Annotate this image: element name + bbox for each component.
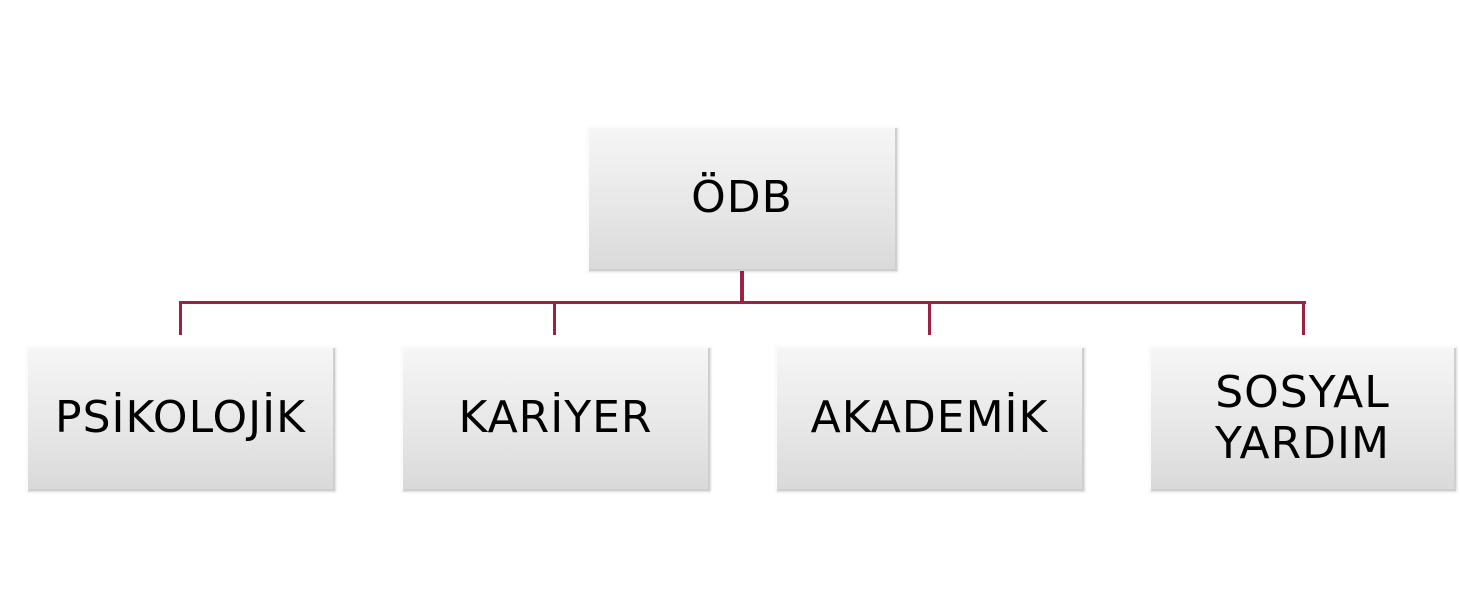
child-node-sosyal-yardim: SOSYAL YARDIM bbox=[1149, 346, 1456, 491]
connector-horizontal-bar bbox=[179, 301, 1306, 304]
connector-drop-psikolojik bbox=[179, 301, 182, 335]
child-node-label: SOSYAL YARDIM bbox=[1215, 366, 1390, 469]
child-node-psikolojik: PSİKOLOJİK bbox=[26, 346, 335, 491]
child-node-label: PSİKOLOJİK bbox=[55, 392, 306, 444]
connector-drop-akademik bbox=[928, 301, 931, 335]
child-node-label: AKADEMİK bbox=[810, 392, 1049, 444]
child-node-label: KARİYER bbox=[458, 392, 653, 444]
root-node-odb: ÖDB bbox=[587, 126, 897, 271]
child-node-kariyer: KARİYER bbox=[401, 346, 710, 491]
root-node-label: ÖDB bbox=[691, 172, 793, 224]
connector-drop-kariyer bbox=[553, 301, 556, 335]
child-node-akademik: AKADEMİK bbox=[775, 346, 1084, 491]
connector-root-stem bbox=[740, 271, 744, 304]
connector-drop-sosyal-yardim bbox=[1302, 301, 1305, 335]
